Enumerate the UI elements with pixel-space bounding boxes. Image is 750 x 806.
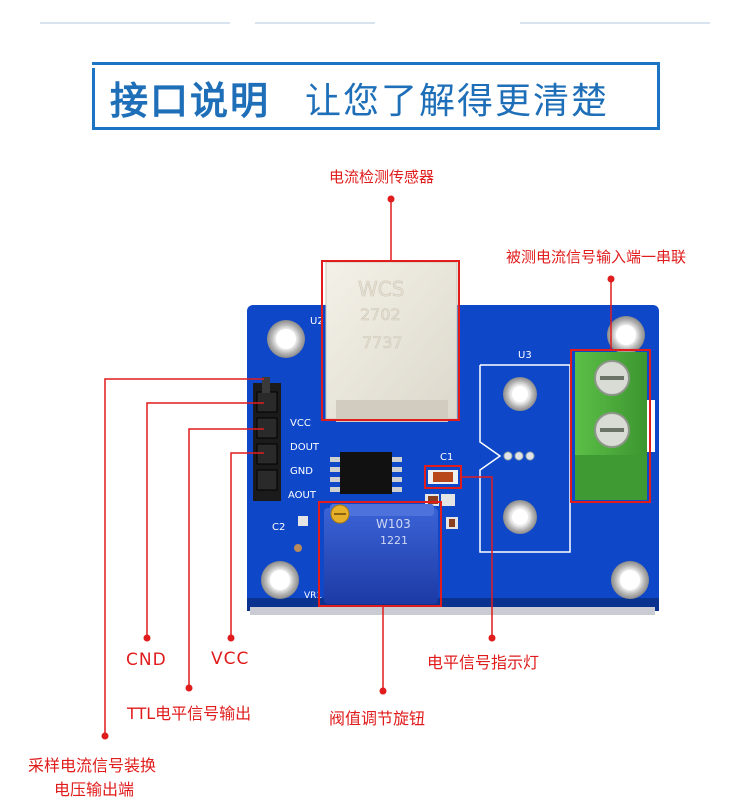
vr1-label: VR1 [304, 591, 322, 601]
page-subtitle: 让您了解得更清楚 [305, 81, 610, 122]
u3-label: U3 [518, 350, 532, 361]
page-title: 接口说明 [110, 79, 271, 123]
current-sensor-chip [325, 261, 458, 422]
callout-vcc: VCC [211, 649, 250, 669]
c1-label: C1 [440, 452, 453, 463]
top-divider-right [520, 22, 710, 24]
top-divider-left [40, 22, 230, 24]
callout-cnd: CND [126, 650, 167, 670]
pot-marking-2: 1221 [380, 534, 408, 547]
callout-ttl-output: TTL电平信号输出 [127, 704, 252, 723]
comparator-ic [330, 452, 402, 494]
sensor-marking-3: 7737 [362, 333, 403, 352]
callout-level-indicator: 电平信号指示灯 [427, 653, 540, 672]
pin-label-dout: DOUT [290, 442, 320, 453]
pin-label-gnd: GND [290, 466, 313, 477]
callout-series-input: 被测电流信号输入端一串联 [506, 248, 687, 266]
u3-pads [503, 451, 535, 461]
title-frame [92, 62, 660, 130]
sensor-marking-1: WCS [358, 277, 404, 301]
threshold-potentiometer [324, 504, 438, 604]
c2-label: C2 [272, 522, 285, 533]
u2-label: U2 [310, 316, 324, 327]
top-divider-mid [255, 22, 375, 24]
pin-label-aout: AOUT [288, 490, 317, 501]
screw-terminal [575, 352, 655, 500]
callout-threshold-knob: 阀值调节旋钮 [329, 709, 426, 728]
highlight-boxes [318, 260, 651, 607]
callout-current-sensor: 电流检测传感器 [329, 168, 435, 186]
callout-lines [104, 200, 612, 735]
callout-analog-output-line2: 电压输出端 [54, 780, 135, 799]
smd-components [294, 470, 458, 552]
callout-dots [101, 195, 615, 740]
pot-marking-1: W103 [376, 517, 411, 531]
sensor-marking-2: 2702 [360, 305, 401, 324]
pin-header [253, 377, 281, 501]
pin-label-vcc: VCC [290, 418, 311, 429]
callout-analog-output-line1: 采样电流信号装换 [28, 756, 157, 775]
